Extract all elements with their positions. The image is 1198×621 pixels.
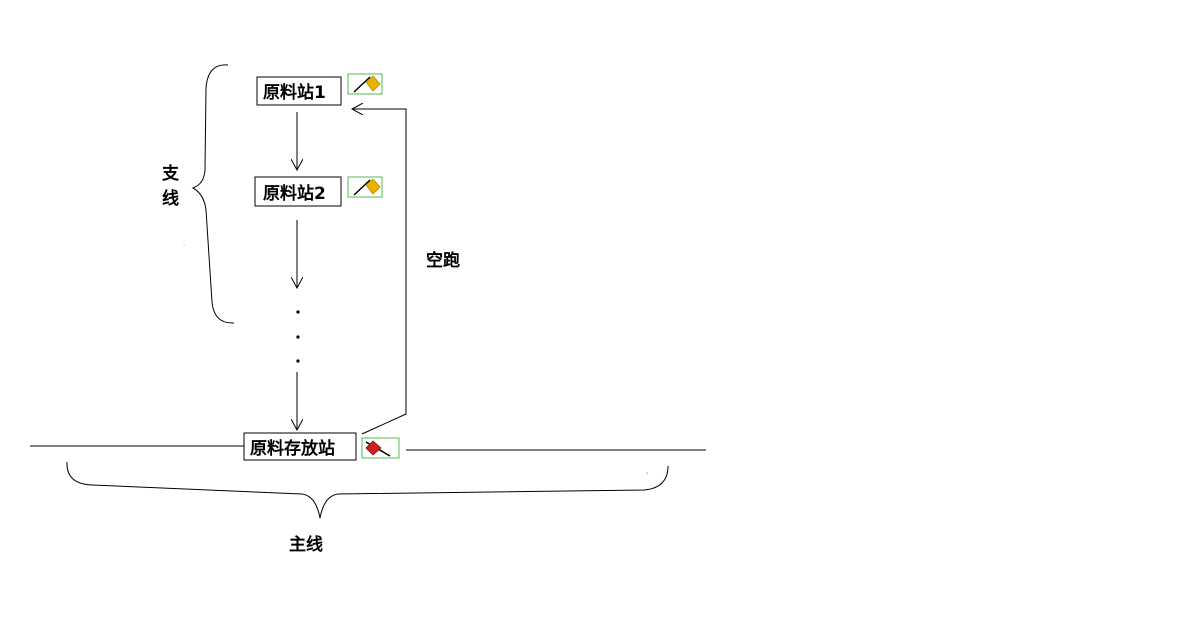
empty-run-return-path [352,109,407,435]
main-line-label: 主线 [289,534,323,555]
branch-brace [191,64,235,324]
storage-flag-icon [361,437,400,459]
station-2[interactable]: 原料站2 [254,176,342,207]
station-1-label: 原料站1 [263,82,326,103]
storage-station-box [243,432,357,461]
station-2-flag-icon [347,176,383,198]
station-1-flag-icon [347,73,383,95]
storage-station[interactable]: 原料存放站 [243,432,357,461]
station-1-box [256,76,342,106]
storage-station-label: 原料存放站 [250,438,335,459]
faint-mark: ' [183,243,185,252]
continuation-dot-2 [296,335,300,339]
station-1[interactable]: 原料站1 [256,76,342,106]
continuation-dot-3 [296,359,300,363]
station-2-label: 原料站2 [263,183,326,204]
continuation-dot-1 [296,310,300,314]
main-line-brace [66,461,669,519]
branch-label-char1: 支 [162,163,180,184]
station-2-box [254,176,342,207]
branch-label-char2: 线 [162,188,179,209]
empty-run-label: 空跑 [426,250,460,271]
faint-mark-2: ' [646,471,648,480]
